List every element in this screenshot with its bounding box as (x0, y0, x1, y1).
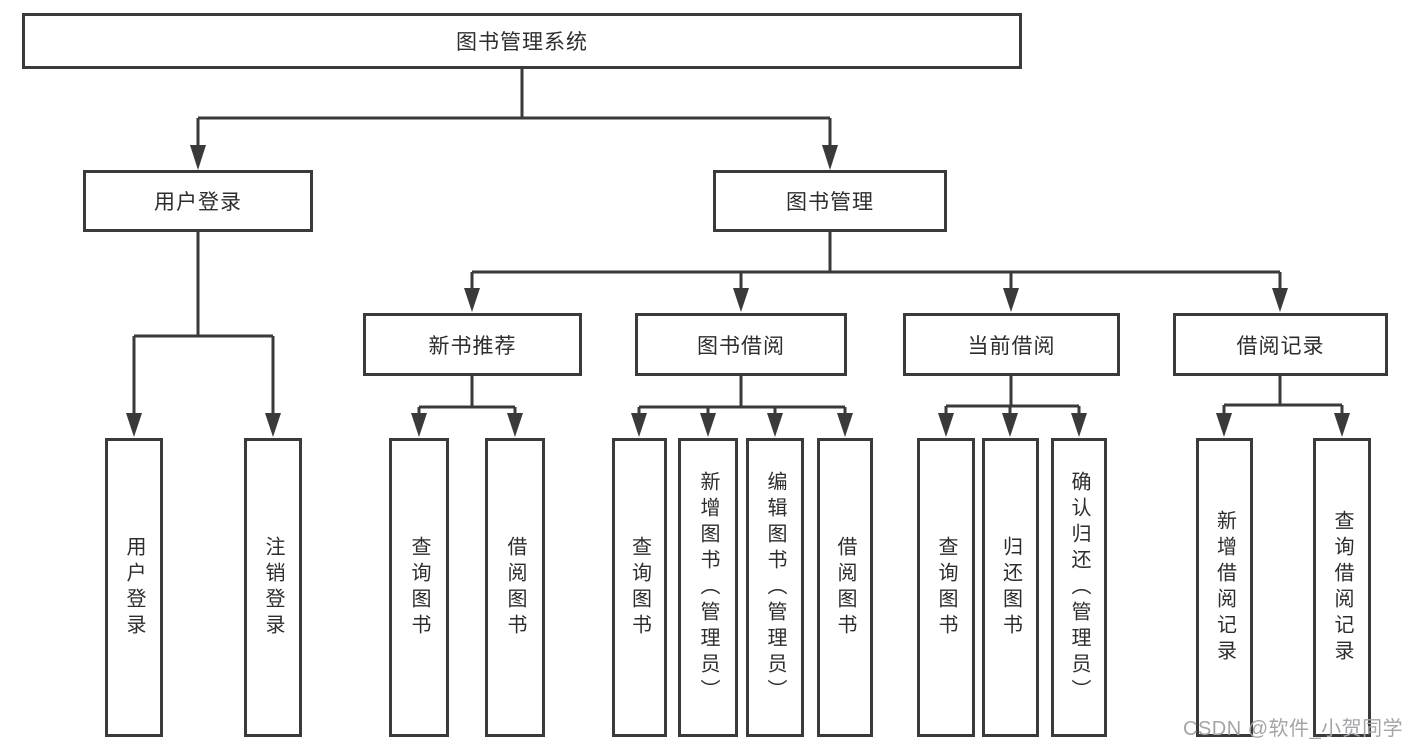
node-borrowing-records: 借阅记录 (1173, 313, 1388, 376)
csdn-watermark: CSDN @软件_小贺同学 (1183, 718, 1404, 740)
node-label: 用户登录 (154, 191, 242, 214)
node-label: 用户登录 (123, 535, 145, 640)
node-label: 借阅图书 (834, 535, 856, 640)
leaf-query-books-recommend: 查询图书 (389, 438, 449, 737)
node-label: 查询图书 (935, 535, 957, 640)
node-new-book-recommendation: 新书推荐 (363, 313, 582, 376)
leaf-logout: 注销登录 (244, 438, 302, 737)
node-book-management: 图书管理 (713, 170, 947, 232)
node-label: 新增图书（管理员） (697, 470, 719, 705)
node-book-borrowing: 图书借阅 (635, 313, 847, 376)
leaf-query-books-borrowing: 查询图书 (612, 438, 667, 737)
node-label: 确认归还（管理员） (1068, 470, 1090, 705)
node-label: 注销登录 (262, 535, 284, 640)
node-label: 借阅记录 (1236, 334, 1325, 358)
node-user-login: 用户登录 (83, 170, 313, 232)
node-current-borrowing: 当前借阅 (903, 313, 1120, 376)
node-label: 借阅图书 (504, 535, 526, 640)
leaf-query-books-current: 查询图书 (917, 438, 975, 737)
node-label: 图书借阅 (697, 334, 785, 358)
node-label: 新增借阅记录 (1213, 509, 1236, 666)
leaf-user-login: 用户登录 (105, 438, 163, 737)
node-label: 查询借阅记录 (1331, 509, 1353, 666)
node-label: 当前借阅 (967, 334, 1056, 358)
leaf-add-book-admin: 新增图书（管理员） (678, 438, 738, 737)
node-label: 图书管理 (786, 191, 874, 214)
leaf-confirm-return-admin: 确认归还（管理员） (1051, 438, 1107, 737)
node-label: 查询图书 (408, 535, 430, 640)
leaf-add-borrow-record: 新增借阅记录 (1196, 438, 1253, 737)
node-label: 查询图书 (628, 535, 651, 640)
node-label: 编辑图书（管理员） (764, 470, 786, 705)
node-label: 图书管理系统 (456, 31, 588, 54)
leaf-return-books: 归还图书 (982, 438, 1039, 737)
node-label: 归还图书 (999, 535, 1022, 640)
leaf-borrow-books-recommend: 借阅图书 (485, 438, 545, 737)
node-library-management-system: 图书管理系统 (22, 13, 1022, 69)
leaf-query-borrow-record: 查询借阅记录 (1313, 438, 1371, 737)
node-label: 新书推荐 (428, 334, 517, 358)
leaf-edit-book-admin: 编辑图书（管理员） (746, 438, 804, 737)
leaf-borrow-books: 借阅图书 (817, 438, 873, 737)
